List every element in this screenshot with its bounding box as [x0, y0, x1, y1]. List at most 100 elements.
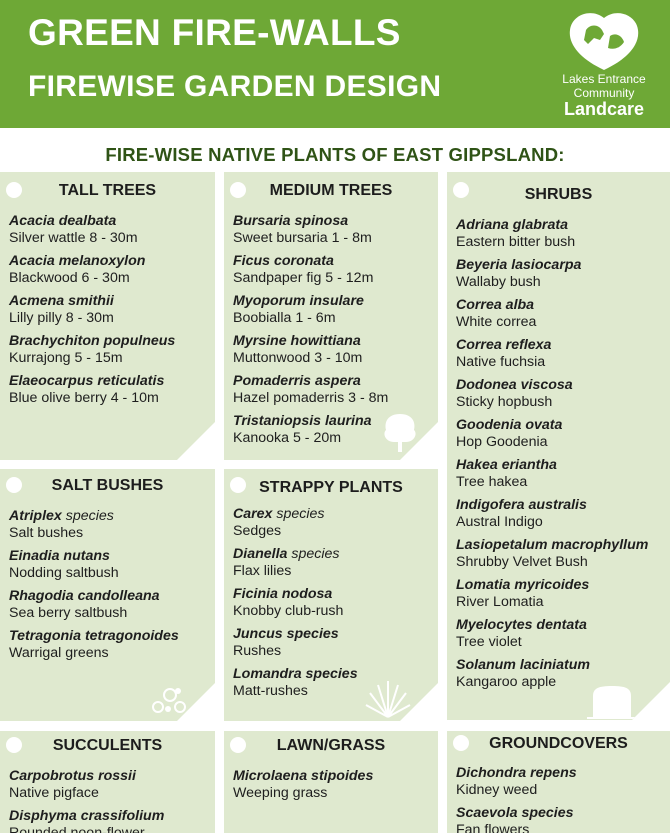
plant-common-name: Sticky hopbush: [456, 394, 553, 410]
plant-common-name: Wallaby bush: [456, 274, 541, 290]
plant-common-name: Kidney weed: [456, 782, 538, 798]
plant-common-name: Salt bushes: [9, 525, 84, 541]
plant-common-name: Knobby club-rush: [233, 603, 344, 619]
plant-common-name: Rounded noon-flower: [9, 825, 145, 833]
plant-scientific-name: Myoporum insulare: [233, 293, 434, 310]
bullet-dot: [230, 182, 246, 198]
plant-scientific-name: Rhagodia candolleana: [9, 588, 211, 605]
plant-common-name: Sedges: [233, 523, 282, 539]
plant-common-name: Boobialla 1 - 6m: [233, 310, 336, 326]
logo-line-1: Lakes Entrance: [562, 72, 646, 86]
plant-genus: Ficus coronata: [233, 253, 334, 269]
header-banner: GREEN FIRE-WALLS FIREWISE GARDEN DESIGN …: [0, 0, 670, 128]
plant-species-qualifier: species: [61, 508, 114, 524]
plant-scientific-name: Bursaria spinosa: [233, 213, 434, 230]
plant-common-name: Lilly pilly 8 - 30m: [9, 310, 114, 326]
plant-common-name: Tree violet: [456, 634, 522, 650]
plant-scientific-name: Dichondra repens: [456, 765, 666, 782]
bullet-dot: [230, 477, 246, 493]
plant-scientific-name: Indigofera australis: [456, 497, 666, 514]
plant-common-name: Matt-rushes: [233, 683, 308, 699]
plant-scientific-name: Dodonea viscosa: [456, 377, 666, 394]
plant-genus: Carpobrotus rossii: [9, 768, 136, 784]
plant-scientific-name: Lomatia myricoides: [456, 577, 666, 594]
bullet-dot: [453, 182, 469, 198]
plant-scientific-name: Tristaniopsis laurina: [233, 413, 434, 430]
panel-title: SHRUBS: [524, 186, 593, 203]
logo-line-2: Community: [573, 86, 635, 100]
plant-scientific-name: Acmena smithii: [9, 293, 211, 310]
plant-genus: Acmena smithii: [9, 293, 114, 309]
plant-scientific-name: Myelocytes dentata: [456, 617, 666, 634]
plant-common-name: Rushes: [233, 643, 282, 659]
plant-common-name: Flax lilies: [233, 563, 292, 579]
plant-genus: Correa reflexa: [456, 337, 552, 353]
plant-genus: Adriana glabrata: [456, 217, 568, 233]
bullet-dot: [453, 735, 469, 751]
plant-genus: Indigofera australis: [456, 497, 587, 513]
plant-common-name: Kanooka 5 - 20m: [233, 430, 342, 446]
plant-scientific-name: Acacia dealbata: [9, 213, 211, 230]
plant-scientific-name: Acacia melanoxylon: [9, 253, 211, 270]
plant-genus: Elaeocarpus reticulatis: [9, 373, 165, 389]
plant-scientific-name: Myrsine howittiana: [233, 333, 434, 350]
plant-common-name: Weeping grass: [233, 785, 328, 801]
plant-scientific-name: Einadia nutans: [9, 548, 211, 565]
plant-genus: Dianella: [233, 546, 288, 562]
landcare-logo: Lakes Entrance Community Landcare: [548, 10, 660, 122]
panel-title: SUCCULENTS: [52, 737, 163, 754]
panel-title: TALL TREES: [58, 182, 157, 199]
plant-genus: Lasiopetalum macrophyllum: [456, 537, 649, 553]
plant-species-qualifier: species: [287, 546, 340, 562]
plant-genus: Goodenia ovata: [456, 417, 563, 433]
plant-genus: Tristaniopsis laurina: [233, 413, 372, 429]
plant-common-name: Sweet bursaria 1 - 8m: [233, 230, 372, 246]
plant-common-name: Shrubby Velvet Bush: [456, 554, 588, 570]
plant-scientific-name: Beyeria lasiocarpa: [456, 257, 666, 274]
plant-scientific-name: Goodenia ovata: [456, 417, 666, 434]
plant-scientific-name: Hakea eriantha: [456, 457, 666, 474]
plant-genus: Lomatia myricoides: [456, 577, 590, 593]
plant-genus: Juncus species: [233, 626, 339, 642]
plant-common-name: River Lomatia: [456, 594, 544, 610]
plant-scientific-name: Ficinia nodosa: [233, 586, 434, 603]
plant-genus: Myelocytes dentata: [456, 617, 587, 633]
plant-genus: Acacia melanoxylon: [9, 253, 146, 269]
plant-common-name: Silver wattle 8 - 30m: [9, 230, 138, 246]
plant-genus: Einadia nutans: [9, 548, 110, 564]
plant-scientific-name: Carpobrotus rossii: [9, 768, 211, 785]
page-subtitle: FIRE-WISE NATIVE PLANTS OF EAST GIPPSLAN…: [105, 144, 565, 165]
plant-genus: Hakea eriantha: [456, 457, 557, 473]
logo-line-3: Landcare: [563, 99, 645, 119]
plant-common-name: Sandpaper fig 5 - 12m: [233, 270, 374, 286]
plant-scientific-name: Carex species: [233, 506, 434, 523]
plant-common-name: Eastern bitter bush: [456, 234, 576, 250]
plant-genus: Solanum laciniatum: [456, 657, 591, 673]
plant-scientific-name: Solanum laciniatum: [456, 657, 666, 674]
plant-scientific-name: Pomaderris aspera: [233, 373, 434, 390]
plant-common-name: Warrigal greens: [9, 645, 109, 661]
